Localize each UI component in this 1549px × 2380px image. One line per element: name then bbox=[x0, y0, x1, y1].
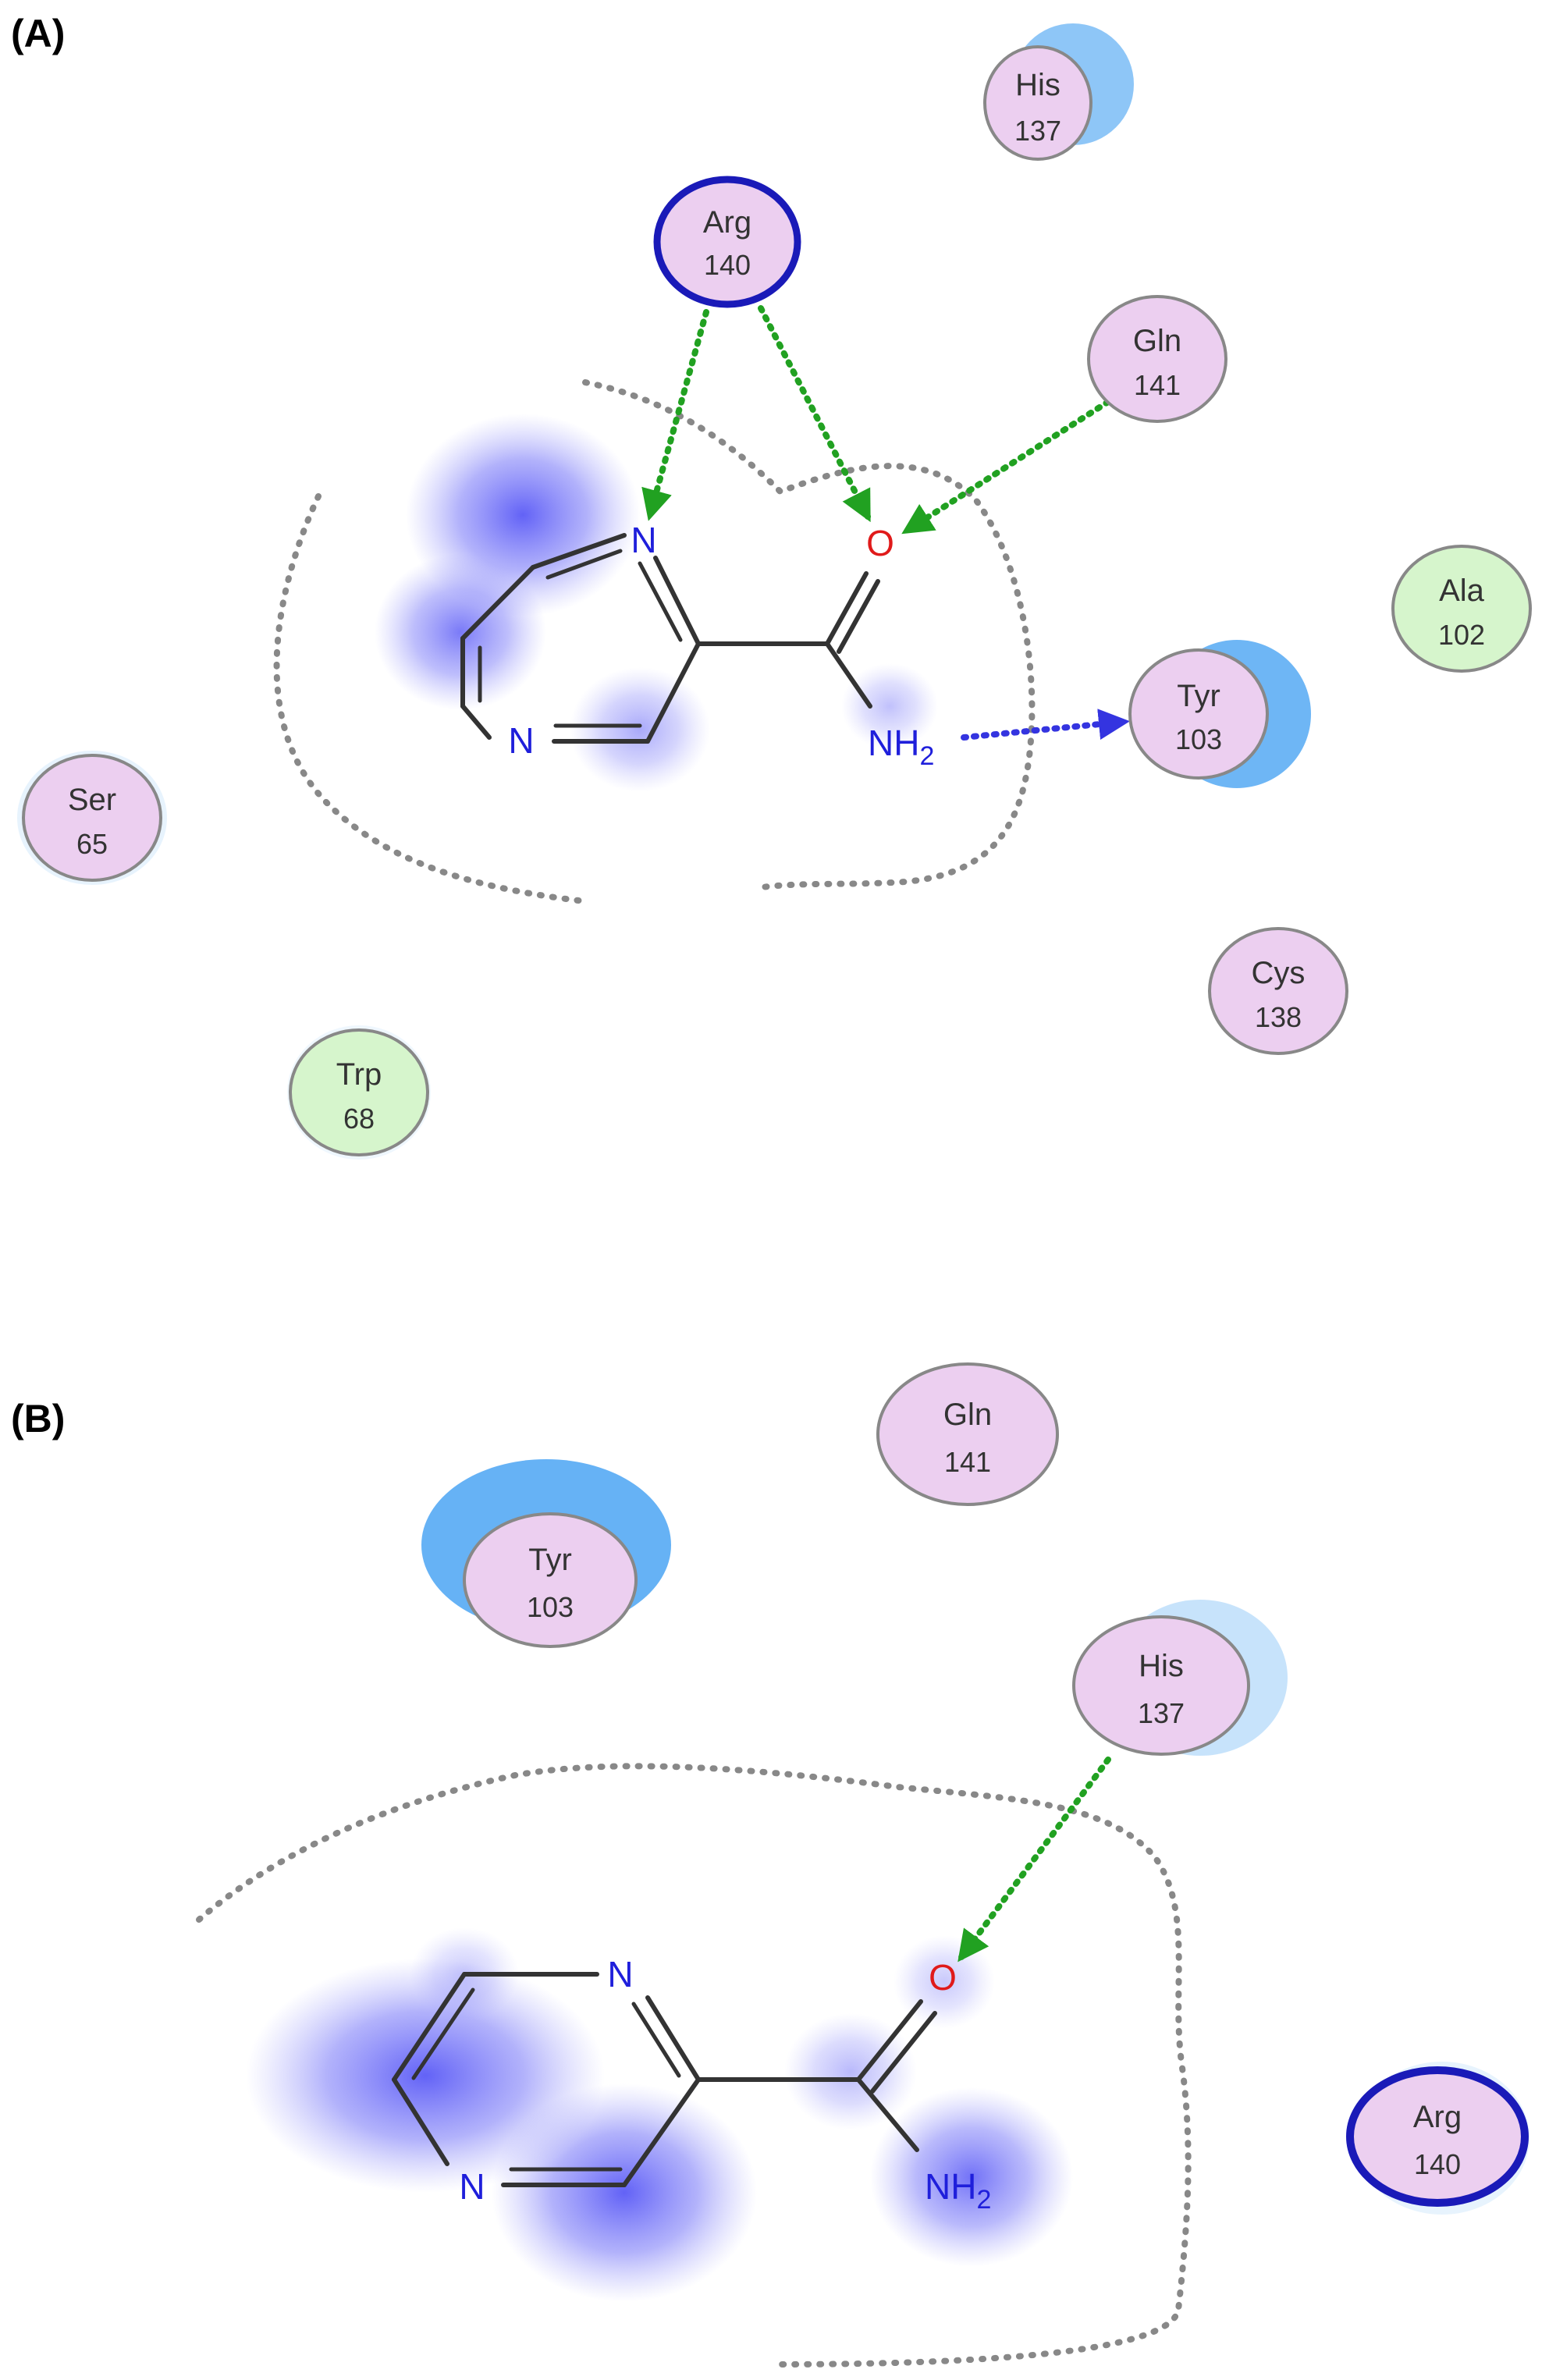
residue-disc bbox=[1391, 545, 1532, 673]
atom-nitrogen: N bbox=[459, 2166, 485, 2207]
residue-gln-141: Gln 141 bbox=[876, 1362, 1059, 1506]
residue-name: Ser bbox=[68, 783, 116, 817]
residue-number: 141 bbox=[944, 1446, 991, 1478]
residue-tyr-103: Tyr 103 bbox=[463, 1512, 638, 1648]
residue-ala-102: Ala 102 bbox=[1391, 545, 1532, 673]
hbond-lines bbox=[641, 305, 1130, 741]
residue-number: 141 bbox=[1134, 369, 1181, 401]
atom-amine: NH2 bbox=[925, 2166, 991, 2215]
residue-name: His bbox=[1139, 1649, 1184, 1683]
panel-label: (A) bbox=[11, 12, 65, 55]
residue-disc bbox=[1087, 295, 1227, 423]
residue-number: 138 bbox=[1255, 1001, 1302, 1033]
residue-number: 102 bbox=[1438, 619, 1485, 651]
residue-name: Arg bbox=[1413, 2100, 1462, 2134]
residue-number: 137 bbox=[1014, 115, 1061, 147]
ring-inner-double-bonds bbox=[478, 549, 683, 728]
hbond-his137-o bbox=[957, 1757, 1111, 1963]
residue-disc bbox=[22, 754, 162, 882]
binding-pocket-outline bbox=[196, 1763, 1192, 2368]
atom-oxygen: O bbox=[866, 523, 894, 563]
ligand-atoms: N N O NH2 bbox=[459, 1954, 991, 2215]
hbond-lines bbox=[957, 1757, 1111, 1963]
residue-disc bbox=[1208, 927, 1348, 1055]
ligand-atoms: N N O NH2 bbox=[508, 520, 934, 771]
residue-name: His bbox=[1015, 68, 1060, 102]
residue-number: 140 bbox=[1414, 2148, 1461, 2180]
residue-number: 137 bbox=[1138, 1697, 1185, 1729]
atom-nitrogen: N bbox=[508, 720, 534, 761]
residue-disc bbox=[983, 45, 1092, 161]
residue-disc bbox=[1346, 2066, 1529, 2207]
hbond-arg140-n bbox=[641, 309, 709, 521]
residue-halos bbox=[17, 23, 1311, 1160]
residue-ser-65: Ser 65 bbox=[22, 754, 162, 882]
panel-label: (B) bbox=[11, 1397, 65, 1440]
residue-name: Ala bbox=[1439, 574, 1485, 608]
residue-arg-140: Arg 140 bbox=[1346, 2066, 1529, 2207]
residue-number: 65 bbox=[76, 828, 108, 860]
residue-name: Trp bbox=[336, 1057, 382, 1092]
residue-disc bbox=[289, 1028, 429, 1156]
hbond-arg140-o bbox=[758, 305, 871, 523]
atom-nitrogen: N bbox=[631, 520, 656, 560]
panel-a: (A) bbox=[11, 12, 1532, 1160]
ligand-glow bbox=[246, 1927, 1073, 2302]
residue-tyr-103: Tyr 103 bbox=[1128, 648, 1269, 780]
residue-disc bbox=[1128, 648, 1269, 780]
residue-number: 68 bbox=[343, 1103, 375, 1135]
residue-name: Tyr bbox=[528, 1543, 572, 1577]
atom-amine: NH2 bbox=[868, 723, 934, 771]
ligand-bonds bbox=[392, 1972, 937, 2187]
residue-name: Gln bbox=[1133, 324, 1181, 358]
panel-b: (B) bbox=[11, 1362, 1529, 2368]
residue-disc bbox=[463, 1512, 638, 1648]
residue-disc bbox=[653, 176, 801, 308]
residue-number: 103 bbox=[1175, 723, 1222, 755]
residue-name: Gln bbox=[943, 1398, 992, 1432]
residue-number: 140 bbox=[704, 249, 751, 281]
residue-disc bbox=[1072, 1615, 1250, 1756]
residue-name: Cys bbox=[1252, 956, 1306, 990]
residue-cys-138: Cys 138 bbox=[1208, 927, 1348, 1055]
ring-inner-double-bonds bbox=[411, 1987, 681, 2172]
residue-arg-140: Arg 140 bbox=[653, 176, 801, 308]
residue-disc bbox=[876, 1362, 1059, 1506]
residue-number: 103 bbox=[527, 1591, 574, 1623]
residue-his-137: His 137 bbox=[983, 45, 1092, 161]
residue-trp-68: Trp 68 bbox=[289, 1028, 429, 1156]
hbond-nh2-tyr103 bbox=[961, 709, 1130, 741]
residue-name: Tyr bbox=[1177, 679, 1220, 713]
atom-oxygen: O bbox=[929, 1957, 957, 1998]
binding-pocket-outline bbox=[273, 379, 1036, 904]
residue-name: Arg bbox=[703, 205, 751, 240]
residue-his-137: His 137 bbox=[1072, 1615, 1250, 1756]
hbond-gln141-o bbox=[901, 399, 1111, 535]
residue-gln-141: Gln 141 bbox=[1087, 295, 1227, 423]
atom-nitrogen: N bbox=[607, 1954, 633, 1995]
ligand-bonds bbox=[460, 533, 880, 744]
